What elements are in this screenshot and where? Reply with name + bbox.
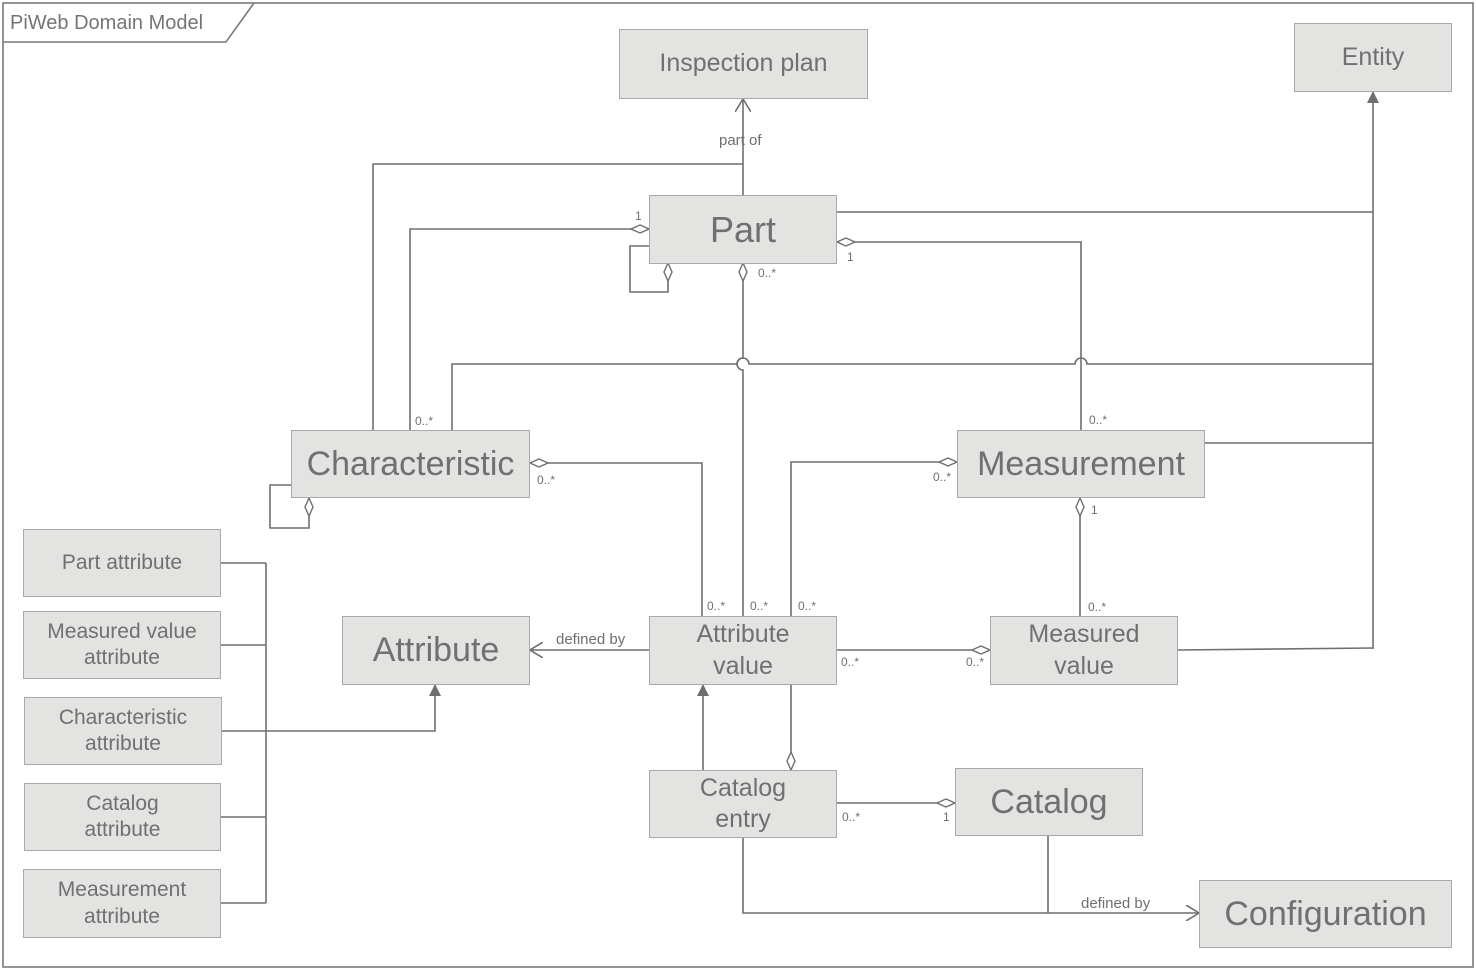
- catalog-entry-configuration-edge: [742, 838, 1199, 913]
- multiplicity-label: 0..*: [537, 473, 556, 487]
- multiplicity-label: 1: [847, 250, 854, 264]
- catalog-entry-box[interactable]: Catalog entry: [649, 770, 837, 838]
- multiplicity-label: 0..*: [750, 599, 769, 613]
- characteristic-box[interactable]: Characteristic: [291, 430, 530, 498]
- attribute-box[interactable]: Attribute: [342, 616, 530, 685]
- multiplicity-label: 0..*: [966, 655, 985, 669]
- multiplicity-label: 0..*: [798, 599, 817, 613]
- frame-title-tab: [3, 2, 255, 43]
- part-attribute-value-aggregation: [736, 263, 743, 616]
- defined-by-attribute-label: defined by: [556, 631, 626, 648]
- part-measurement-aggregation: [837, 242, 1082, 430]
- multiplicity-label: 0..*: [415, 414, 434, 428]
- catalog-box[interactable]: Catalog: [955, 768, 1143, 836]
- multiplicity-label: 0..*: [842, 810, 861, 824]
- characteristic-attribute-value-aggregation: [530, 463, 703, 616]
- multiplicity-label: 0..*: [841, 655, 860, 669]
- configuration-box[interactable]: Configuration: [1199, 880, 1452, 948]
- part-self-aggregation: [629, 245, 668, 293]
- characteristic-attribute-generalization: [222, 684, 441, 732]
- measured-value-box[interactable]: Measured value: [990, 616, 1178, 685]
- part-box[interactable]: Part: [649, 195, 837, 264]
- measured-value-entity-generalization: [1177, 647, 1374, 651]
- multiplicity-label: 1: [635, 209, 642, 223]
- characteristic-inspection-plan-edge: [372, 163, 743, 430]
- part-of-label: part of: [719, 132, 762, 149]
- measurement-attribute-value-aggregation: [790, 462, 957, 616]
- characteristic-entity-generalization: [451, 357, 1373, 430]
- multiplicity-label: 0..*: [758, 266, 777, 280]
- entity-box[interactable]: Entity: [1294, 23, 1452, 92]
- multiplicity-label: 0..*: [1088, 600, 1107, 614]
- inspection-plan-box[interactable]: Inspection plan: [619, 29, 868, 99]
- attribute-value-box[interactable]: Attribute value: [649, 616, 837, 685]
- multiplicity-label: 1: [943, 810, 950, 824]
- measurement-box[interactable]: Measurement: [957, 430, 1205, 498]
- characteristic-self-aggregation: [269, 484, 309, 529]
- part-characteristic-aggregation: [409, 229, 649, 430]
- multiplicity-label: 0..*: [933, 470, 952, 484]
- characteristic-attribute-box[interactable]: Characteristic attribute: [24, 697, 222, 765]
- multiplicity-label: 0..*: [707, 599, 726, 613]
- catalog-attribute-box[interactable]: Catalog attribute: [24, 783, 221, 851]
- measurement-attribute-box[interactable]: Measurement attribute: [23, 869, 221, 938]
- diagram-frame-title: PiWeb Domain Model: [10, 12, 204, 34]
- part-attribute-box[interactable]: Part attribute: [23, 529, 221, 597]
- multiplicity-label: 1: [1091, 503, 1098, 517]
- defined-by-configuration-label: defined by: [1081, 895, 1151, 912]
- measured-value-attribute-box[interactable]: Measured value attribute: [23, 611, 221, 679]
- multiplicity-label: 0..*: [1089, 413, 1108, 427]
